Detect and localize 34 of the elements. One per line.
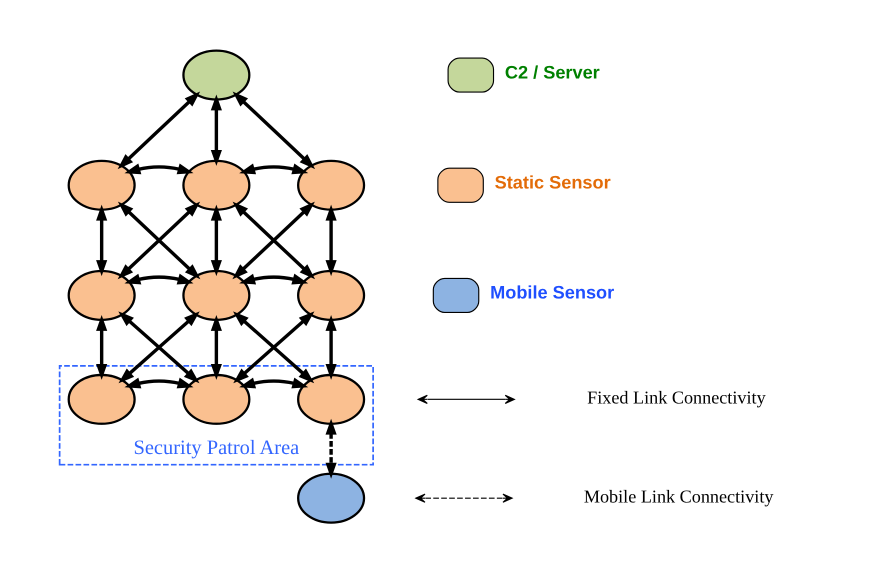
arrow: [124, 274, 193, 284]
legend-label: Mobile Link Connectivity: [583, 486, 773, 506]
arrow: [238, 274, 308, 284]
node-circle: [67, 160, 136, 211]
node-circle: [296, 160, 365, 211]
arrow: [96, 314, 107, 380]
node-circle: [296, 270, 365, 321]
arrow: [238, 378, 308, 388]
node-circle: [182, 50, 250, 101]
legend-label: Mobile Sensor: [490, 282, 614, 303]
arrow: [124, 164, 193, 174]
legend-label: Fixed Link Connectivity: [586, 388, 766, 408]
arrow: [210, 94, 222, 166]
arrow: [117, 202, 200, 280]
node-circle: [182, 374, 250, 425]
arrow: [325, 204, 336, 276]
node-circle: [67, 374, 136, 425]
legend-label: C2 / Server: [504, 62, 600, 82]
arrow: [117, 91, 200, 170]
arrow: [124, 378, 193, 388]
arrow: [325, 418, 336, 479]
arrow: [325, 314, 336, 380]
node-circle: [296, 374, 365, 425]
arrow: [210, 314, 222, 380]
arrow: [232, 311, 314, 384]
arrow: [210, 204, 222, 276]
legend-label: Static Sensor: [494, 172, 610, 192]
arrow: [96, 204, 107, 276]
arrow: [238, 164, 308, 174]
node-circle: [67, 270, 136, 321]
node-circle: [182, 270, 250, 321]
node-circle: [296, 472, 365, 524]
node-circle: [182, 160, 250, 211]
arrow: [232, 91, 315, 170]
